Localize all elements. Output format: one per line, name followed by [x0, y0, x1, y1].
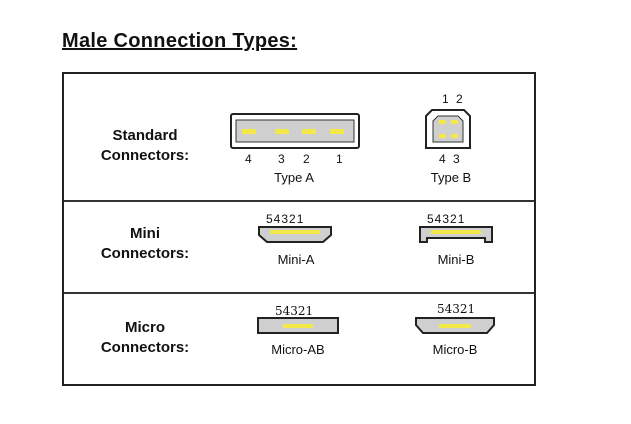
type-b-caption: Type B [430, 170, 472, 185]
mini-b-caption: Mini-B [437, 252, 475, 267]
pin [242, 129, 256, 134]
row-label-line2: Connectors: [100, 147, 190, 164]
type-a-pin-label: 2 [303, 152, 310, 166]
mini-b-pin-label: 54321 [427, 212, 466, 226]
type-a-connector [230, 113, 360, 149]
micro-b-connector [415, 317, 495, 334]
row-divider [64, 200, 534, 202]
mini-a-pin-label: 54321 [266, 212, 305, 226]
micro-ab-caption: Micro-AB [271, 342, 325, 357]
pin [431, 230, 481, 234]
row-divider [64, 292, 534, 294]
mini-b-connector [419, 226, 493, 243]
type-a-pin-label: 1 [336, 152, 343, 166]
pin [451, 134, 458, 138]
row-label-mini: Mini Connectors: [80, 224, 210, 264]
row-label-line1: Mini [130, 225, 160, 242]
row-label-line1: Standard [112, 127, 178, 144]
type-b-connector [425, 109, 471, 149]
pin [451, 120, 458, 124]
micro-b-pin-label: 54321 [437, 302, 476, 316]
row-label-line2: Connectors: [100, 339, 190, 356]
mini-a-connector [258, 226, 332, 243]
micro-ab-connector [257, 317, 339, 334]
pin [439, 324, 471, 328]
micro-b-caption: Micro-B [432, 342, 478, 357]
pin [330, 129, 344, 134]
type-a-caption: Type A [274, 170, 314, 185]
page-title: Male Connection Types: [62, 30, 298, 52]
pin [439, 134, 446, 138]
mini-a-caption: Mini-A [277, 252, 315, 267]
type-b-pin-label-top: 1 2 [442, 92, 465, 106]
pin [302, 129, 316, 134]
type-b-pin-label-bottom: 4 3 [439, 152, 462, 166]
pin [439, 120, 446, 124]
row-label-micro: Micro Connectors: [80, 318, 210, 358]
pin [283, 324, 313, 328]
type-a-pin-label: 3 [278, 152, 285, 166]
pin [275, 129, 289, 134]
micro-ab-pin-label: 54321 [275, 304, 314, 318]
type-a-pin-label: 4 [245, 152, 252, 166]
pin [270, 230, 320, 234]
row-label-standard: Standard Connectors: [80, 126, 210, 166]
connector-table: Standard Connectors: 4 3 2 1 Type A 1 2 … [62, 72, 536, 386]
row-label-line1: Micro [124, 319, 165, 336]
row-label-line2: Connectors: [100, 245, 190, 262]
